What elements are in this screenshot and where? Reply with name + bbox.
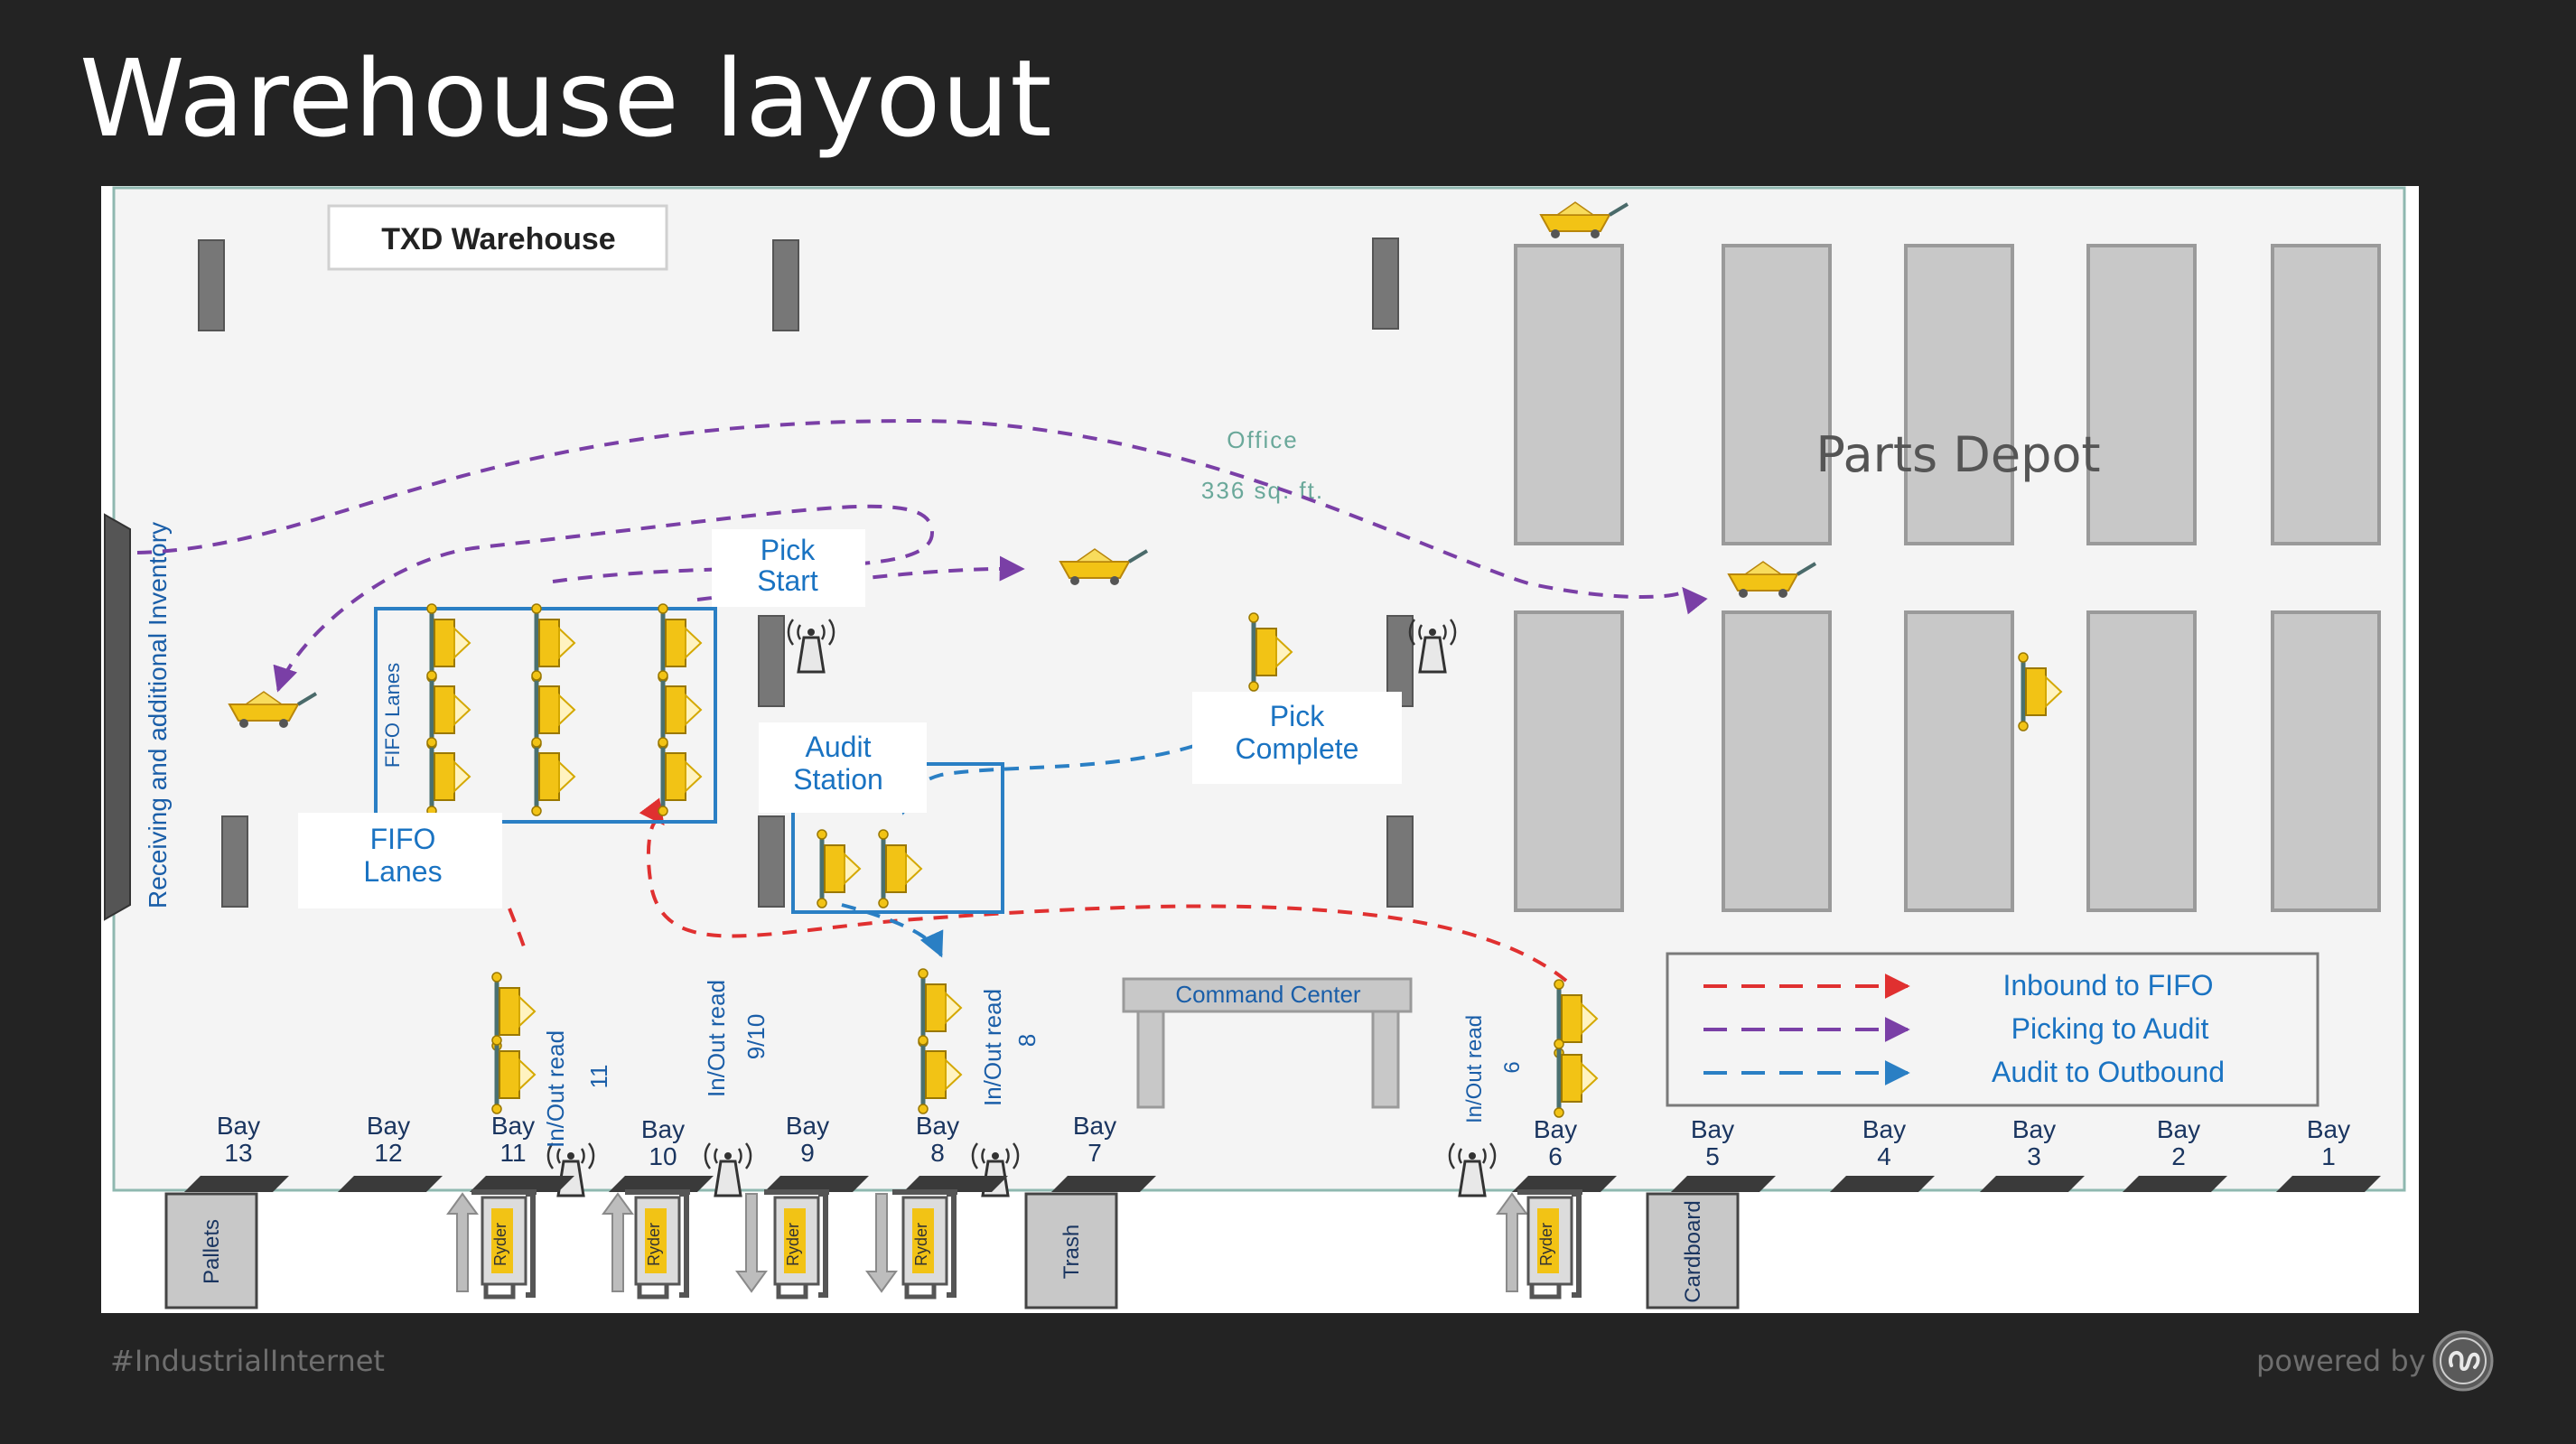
audit-station-label: Station — [793, 763, 883, 796]
bay-number: 10 — [649, 1142, 677, 1170]
command-center — [1122, 977, 1413, 1109]
legend-label: Audit to Outbound — [1992, 1056, 2225, 1088]
truck-label: Ryder — [1537, 1223, 1555, 1266]
bay-number: 4 — [1877, 1142, 1891, 1170]
truck-bay-9: Ryder — [736, 1192, 829, 1297]
warehouse-floor-plan: TXD Warehouse Receiving and additional I… — [101, 186, 2419, 1313]
audit-station-label: Audit — [806, 731, 872, 763]
bay-door — [1980, 1176, 2085, 1192]
bay-label: Bay — [1073, 1112, 1116, 1140]
truck-label: Ryder — [784, 1223, 802, 1266]
audit-station-box — [759, 722, 927, 813]
truck-bay-8: Ryder — [866, 1192, 957, 1297]
bay-number: 12 — [374, 1139, 402, 1167]
command-center-label: Command Center — [1175, 981, 1361, 1008]
footer-hashtag: #IndustrialInternet — [110, 1344, 385, 1378]
bay-number: 5 — [1705, 1142, 1720, 1170]
receiving-label: Receiving and additional Inventory — [144, 522, 172, 908]
structural-columns — [198, 238, 1414, 908]
building-name-box — [327, 204, 668, 271]
pick-start-box — [712, 529, 865, 607]
fifo-lanes-area — [374, 607, 717, 824]
bay-number: 1 — [2321, 1142, 2336, 1170]
bay-label: Bay — [367, 1112, 410, 1140]
legend: Inbound to FIFO Picking to Audit Audit t… — [1666, 952, 2319, 1107]
parts-depot-racks — [1514, 244, 2381, 912]
bay-label: Bay — [491, 1112, 535, 1140]
truck-label: Ryder — [912, 1223, 930, 1266]
bay-door — [1671, 1176, 1776, 1192]
bay-label: Bay — [641, 1115, 685, 1143]
route-picking-to-audit — [273, 504, 935, 693]
fifo-lanes-vertical-label: FIFO Lanes — [381, 663, 404, 768]
slide-title: Warehouse layout — [79, 36, 1053, 161]
route-inbound-to-fifo — [508, 908, 527, 953]
fifo-lanes-box — [298, 813, 502, 908]
ge-monogram-icon — [2432, 1330, 2494, 1392]
reader-label: In/Out read — [1462, 1015, 1487, 1123]
pick-complete-box — [1192, 692, 1402, 784]
bay-label: Bay — [1862, 1115, 1906, 1143]
route-picking-to-audit — [136, 418, 1708, 615]
truck-label: Ryder — [645, 1223, 663, 1266]
fifo-lanes-label: FIFO — [370, 823, 436, 855]
office-label: Office — [1227, 426, 1298, 453]
pick-complete-label: Pick — [1270, 700, 1325, 732]
bay-door — [338, 1176, 443, 1192]
reader-number: 11 — [585, 1065, 612, 1089]
bay-number: 8 — [930, 1139, 945, 1167]
parts-depot-label: Parts Depot — [1815, 426, 2100, 483]
bay-number: 13 — [224, 1139, 252, 1167]
pick-start-label: Pick — [761, 534, 816, 566]
dock-item-label: Cardboard — [1681, 1200, 1705, 1302]
bay-number: 6 — [1548, 1142, 1563, 1170]
legend-label: Picking to Audit — [2011, 1012, 2209, 1045]
bay-number: 9 — [800, 1139, 815, 1167]
footer-powered-by: powered by — [2256, 1344, 2426, 1378]
route-audit-to-outbound — [841, 903, 944, 958]
bay-door — [2276, 1176, 2381, 1192]
bay-number: 7 — [1087, 1139, 1102, 1167]
bay-label: Bay — [2307, 1115, 2350, 1143]
legend-label: Inbound to FIFO — [2002, 969, 2213, 1001]
bay-label: Bay — [1691, 1115, 1734, 1143]
reader-label: In/Out read — [703, 980, 730, 1097]
reader-number: 9/10 — [742, 1014, 770, 1060]
dock-item-cardboard — [1646, 1192, 1740, 1309]
bay-label: Bay — [2157, 1115, 2200, 1143]
bay-label: Bay — [786, 1112, 829, 1140]
bay-label: Bay — [2012, 1115, 2056, 1143]
bay-labels: Bay 13 Bay 12 Bay 11 Bay 10 Bay 9 Bay 8 … — [217, 1112, 2350, 1170]
dock-item-label: Trash — [1059, 1225, 1084, 1279]
reader-label: In/Out read — [979, 989, 1006, 1106]
bay-label: Bay — [916, 1112, 959, 1140]
bay-number: 11 — [499, 1139, 526, 1167]
bay-door — [1051, 1176, 1156, 1192]
reader-label: In/Out read — [542, 1030, 569, 1148]
pick-start-label: Start — [757, 564, 818, 597]
fifo-lanes-label: Lanes — [363, 855, 442, 888]
bay-label: Bay — [217, 1112, 260, 1140]
truck-bay-10: Ryder — [602, 1192, 690, 1297]
bay-number: 2 — [2171, 1142, 2186, 1170]
reader-number: 8 — [1013, 1034, 1041, 1047]
dock-item-trash — [1024, 1192, 1118, 1309]
bay-label: Bay — [1534, 1115, 1577, 1143]
bay-number: 3 — [2027, 1142, 2041, 1170]
truck-bay-11: Ryder — [447, 1192, 537, 1297]
bay-door — [2123, 1176, 2227, 1192]
dock-item-pallets — [164, 1192, 258, 1309]
pick-complete-label: Complete — [1236, 732, 1359, 765]
truck-bay-6: Ryder — [1497, 1192, 1582, 1297]
reader-number: 6 — [1500, 1061, 1525, 1073]
receiving-wall — [104, 513, 131, 921]
bay-door — [184, 1176, 289, 1192]
truck-label: Ryder — [491, 1223, 509, 1266]
bay-door — [1830, 1176, 1935, 1192]
building-name: TXD Warehouse — [381, 222, 615, 256]
dock-item-label: Pallets — [200, 1219, 224, 1284]
